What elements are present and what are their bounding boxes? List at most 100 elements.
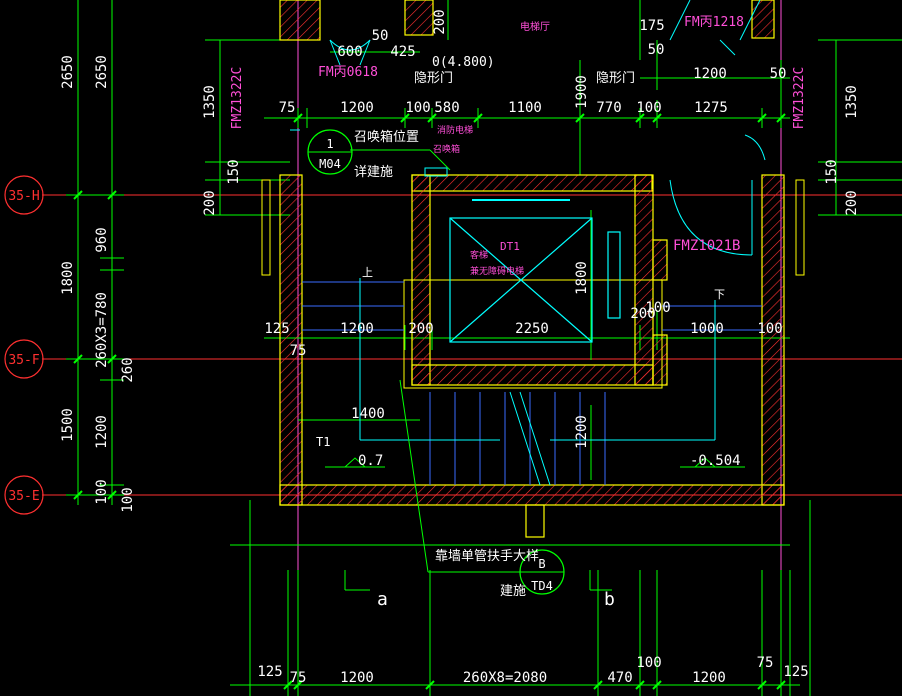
dim-mid-200b: 200	[630, 306, 655, 322]
door-fm-0618: FM丙0618	[318, 65, 378, 80]
elevator-car[interactable]	[449, 199, 621, 343]
axis-bubble-f[interactable]: 35-F	[4, 339, 44, 379]
stair-t1: T1	[316, 435, 330, 449]
dim-up-50c: 50	[770, 66, 787, 82]
dim-left-2650b: 2650	[94, 55, 110, 89]
dim-mid-2250: 2250	[515, 321, 549, 337]
bubble2-bottom: TD4	[531, 579, 553, 593]
fire-panel-note: 消防电梯	[437, 124, 473, 136]
dim-up-425: 425	[390, 44, 415, 60]
dim-landing-1400: 1400	[351, 406, 385, 422]
bubble1-bottom: M04	[319, 157, 341, 171]
room-elevator-hall: 电梯厅	[520, 20, 550, 33]
dim-mid-75: 75	[290, 343, 307, 359]
section-a: a	[377, 589, 388, 610]
dim-bot-2080: 260X8=2080	[463, 670, 547, 686]
dim-left-100a: 100	[94, 479, 110, 504]
level-left: 0.7	[358, 453, 383, 469]
dim-top-75: 75	[279, 100, 296, 116]
dim-bot-1200: 1200	[340, 670, 374, 686]
callbox-small-note: 召唤箱	[433, 143, 460, 155]
door-swings[interactable]	[290, 0, 766, 256]
dim-mid-100: 100	[645, 300, 670, 316]
detail-bubble-1[interactable]: 1 M04	[307, 129, 353, 175]
dim-bot-470: 470	[607, 670, 632, 686]
dim-mid-1000: 1000	[690, 321, 724, 337]
dim-left-100b: 100	[120, 487, 136, 512]
dim-top-1275: 1275	[694, 100, 728, 116]
stair[interactable]	[302, 278, 762, 486]
dim-up-600: 600	[337, 44, 362, 60]
axis-label-h: 35-H	[8, 189, 39, 204]
dim-left-2650a: 2650	[60, 55, 76, 89]
dim-left-260: 260	[120, 357, 136, 382]
callbox-note: 召唤箱位置	[354, 129, 419, 145]
dim-left-1350: 1350	[202, 85, 218, 119]
dim-right-150: 150	[824, 159, 840, 184]
dim-left-960: 960	[94, 227, 110, 252]
elevator-type-1: 客梯	[470, 249, 488, 261]
dim-bot-125b: 125	[783, 664, 808, 680]
detail-bubble-2[interactable]: B TD4	[519, 549, 565, 595]
dim-top-580: 580	[434, 100, 459, 116]
detail-ref-1: 详建施	[354, 165, 393, 180]
hidden-door-left: 隐形门	[414, 71, 453, 86]
dim-left-1200: 1200	[94, 415, 110, 449]
dim-right-1350: 1350	[844, 85, 860, 119]
dim-mid-125: 125	[264, 321, 289, 337]
dim-top-1100: 1100	[508, 100, 542, 116]
dim-mid-100b: 100	[757, 321, 782, 337]
dim-top-770: 770	[596, 100, 621, 116]
dim-top-1200: 1200	[340, 100, 374, 116]
dim-bot-75: 75	[290, 670, 307, 686]
dim-mid-200: 200	[408, 321, 433, 337]
dim-top-100: 100	[405, 100, 430, 116]
dim-bot-100: 100	[636, 655, 661, 671]
dim-up-175: 175	[639, 18, 664, 34]
handrail-note: 靠墙单管扶手大样	[435, 549, 539, 564]
stair-down: 下	[714, 288, 725, 301]
dim-up-50: 50	[372, 28, 389, 44]
dim-up-200: 200	[432, 9, 448, 34]
dim-up-1200: 1200	[693, 66, 727, 82]
level-note: 0(4.800)	[432, 55, 495, 70]
dim-bot-75b: 75	[757, 655, 774, 671]
axis-label-f: 35-F	[8, 353, 39, 368]
door-fmz-1322c-right: FMZ1322C	[792, 67, 807, 130]
axis-label-e: 35-E	[8, 489, 39, 504]
door-fm-1218: FM丙1218	[684, 15, 744, 30]
hidden-door-right: 隐形门	[596, 71, 635, 86]
dim-up-50b: 50	[648, 42, 665, 58]
walls	[279, 0, 785, 538]
dim-bot-1200b: 1200	[692, 670, 726, 686]
door-fmz-1021b: FMZ1021B	[673, 238, 740, 254]
door-fmz-1322c-left: FMZ1322C	[230, 67, 245, 130]
dimension-lines	[66, 0, 902, 696]
dim-left-200: 200	[202, 190, 218, 215]
dim-right-200: 200	[844, 190, 860, 215]
elevator-type-2: 兼无障碍电梯	[470, 265, 524, 277]
axis-bubble-h[interactable]: 35-H	[4, 175, 44, 215]
leaders	[325, 149, 745, 591]
dim-mid-1200: 1200	[340, 321, 374, 337]
axis-bubble-e[interactable]: 35-E	[4, 475, 44, 515]
dim-top-100b: 100	[636, 100, 661, 116]
section-b: b	[604, 589, 615, 610]
dim-vert-1900: 1900	[574, 75, 590, 109]
dim-left-780: 260X3=780	[94, 292, 110, 368]
dim-vert-1800: 1800	[574, 261, 590, 295]
stair-up: 上	[362, 266, 373, 279]
bubble1-top: 1	[326, 137, 333, 151]
level-right: -0.504	[690, 453, 741, 469]
detail-ref-2: 建施	[500, 584, 526, 599]
dim-left-1500: 1500	[60, 408, 76, 442]
dim-left-1800: 1800	[60, 261, 76, 295]
dim-left-150: 150	[226, 159, 242, 184]
labels: 2650 2650 1800 960 260X3=780 260 1500 12…	[60, 9, 860, 686]
dim-bot-125: 125	[257, 664, 282, 680]
dim-vert-1200: 1200	[574, 415, 590, 449]
bubble2-top: B	[538, 557, 545, 571]
core-outline	[261, 179, 805, 389]
elevator-id: DT1	[500, 240, 520, 253]
